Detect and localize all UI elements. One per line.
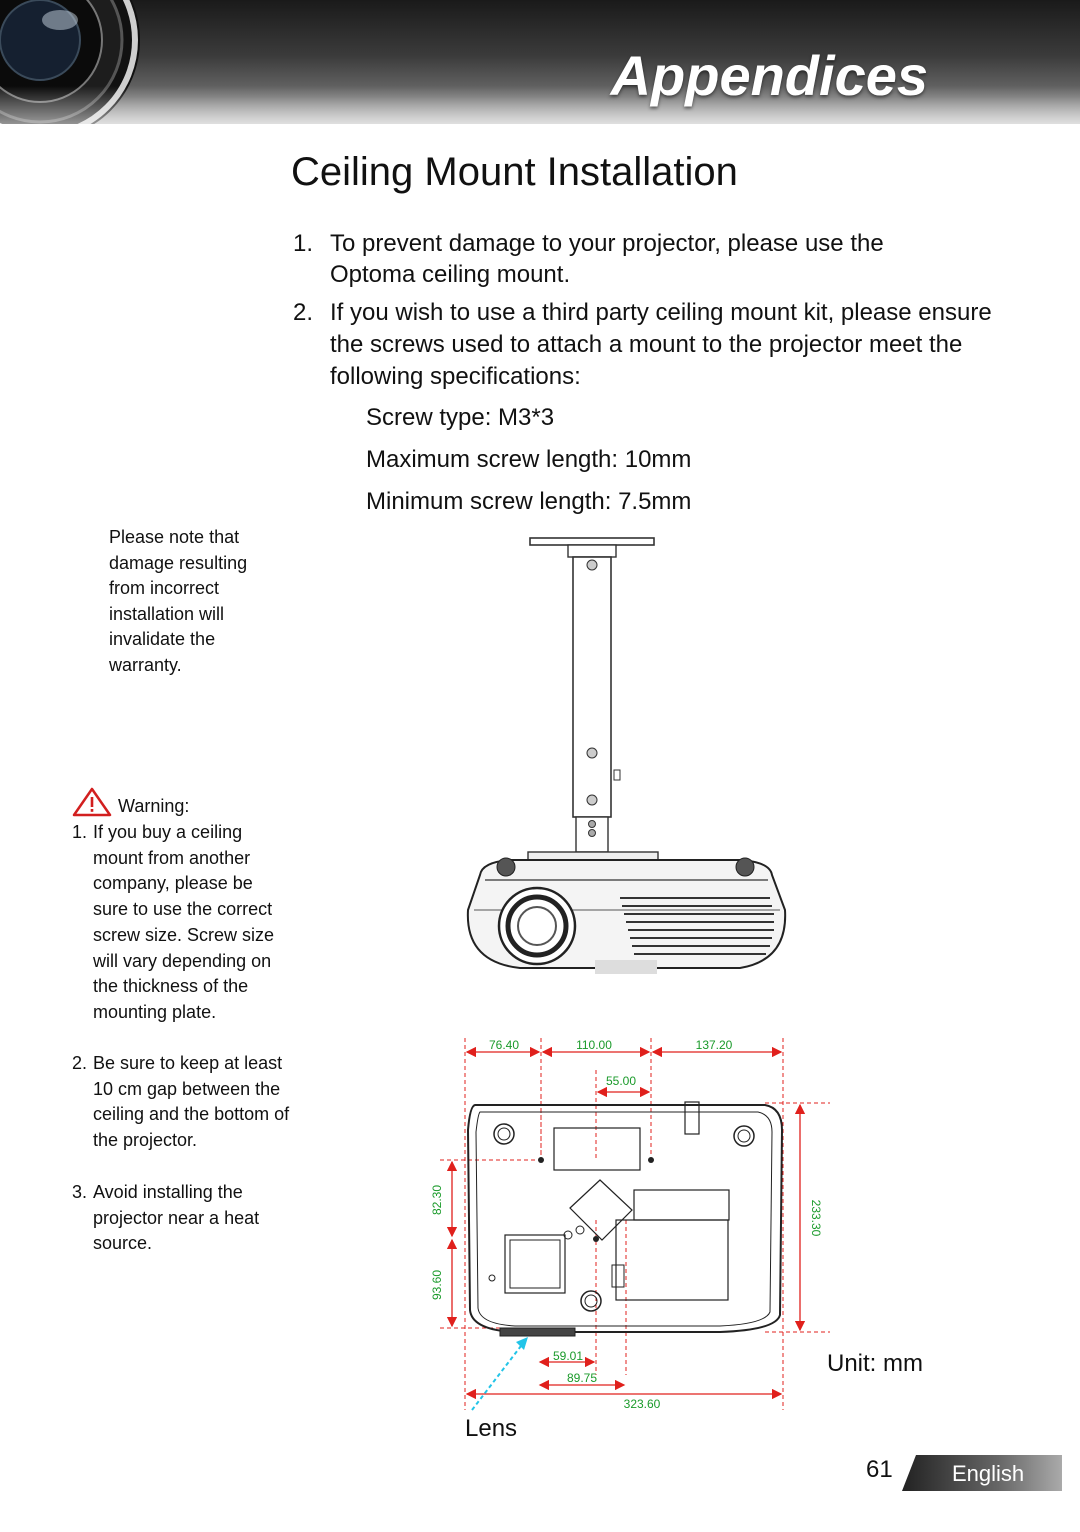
step-number: 1. xyxy=(293,230,314,257)
dim-label-left-lower: 93.60 xyxy=(430,1270,444,1300)
step-text: To prevent damage to your projector, ple… xyxy=(330,230,884,288)
dim-label-total-width: 323.60 xyxy=(624,1397,661,1411)
spec-min-length: Minimum screw length: 7.5mm xyxy=(366,488,692,515)
dim-label-left-upper: 82.30 xyxy=(430,1185,444,1215)
projector-bottom-outline xyxy=(466,1101,784,1337)
step-text: If you wish to use a third party ceiling… xyxy=(330,299,992,390)
dim-label-bottom-a: 59.01 xyxy=(553,1349,583,1363)
language-label: English xyxy=(952,1461,1025,1486)
warning-text: Be sure to keep at least 10 cm gap betwe… xyxy=(93,1053,290,1151)
warning-icon xyxy=(72,787,112,817)
lens-label: Lens xyxy=(465,1415,518,1442)
page-footer: 61 English xyxy=(862,1452,1062,1492)
page-title: Ceiling Mount Installation xyxy=(291,150,738,194)
spec-max-length: Maximum screw length: 10mm xyxy=(366,446,692,473)
plate-bracket xyxy=(567,544,617,558)
warning-text: If you buy a ceiling mount from another … xyxy=(93,822,275,1022)
spec-screw-type: Screw type: M3*3 xyxy=(366,404,555,431)
warning-number: 1. xyxy=(72,822,88,842)
projector-vents xyxy=(620,897,774,955)
bottom-view-svg: 76.40 110.00 137.20 55.00 82.30 93.60 23… xyxy=(430,1038,830,1411)
warranty-note: Please note that damage resulting from i… xyxy=(109,527,248,675)
banner-sheen xyxy=(0,86,1080,124)
pole-bolt xyxy=(586,794,598,806)
dim-label-top-b: 110.00 xyxy=(576,1038,612,1052)
step-number: 2. xyxy=(293,299,314,326)
pole-bolt xyxy=(586,559,598,571)
section-title: Appendices xyxy=(610,44,928,107)
warning-header: Warning: xyxy=(72,787,189,817)
dim-label-screw-span: 55.00 xyxy=(606,1074,636,1088)
projector-foot xyxy=(496,857,516,877)
dim-label-top-a: 76.40 xyxy=(489,1038,519,1052)
dim-label-bottom-b: 89.75 xyxy=(567,1371,597,1385)
header-banner: Appendices xyxy=(0,0,1080,124)
warning-label: Warning: xyxy=(118,796,190,816)
language-tab: English xyxy=(902,1455,1062,1491)
lens-pointer-arrow xyxy=(516,1337,528,1350)
ceiling-plate xyxy=(529,537,655,546)
mount-pole xyxy=(572,556,612,818)
ceiling-mount-illustration xyxy=(466,537,787,974)
pole-clip xyxy=(613,769,621,781)
unit-label: Unit: mm xyxy=(827,1350,923,1377)
warning-number: 3. xyxy=(72,1182,88,1202)
pole-bolt xyxy=(586,747,598,759)
warning-number: 2. xyxy=(72,1053,88,1073)
lens-pointer-line xyxy=(471,1341,525,1411)
page-number: 61 xyxy=(866,1456,893,1483)
dim-label-top-c: 137.20 xyxy=(696,1038,733,1052)
projector-foot xyxy=(735,857,755,877)
warning-text: Avoid installing the projector near a he… xyxy=(93,1182,260,1254)
dim-label-depth: 233.30 xyxy=(809,1200,823,1237)
